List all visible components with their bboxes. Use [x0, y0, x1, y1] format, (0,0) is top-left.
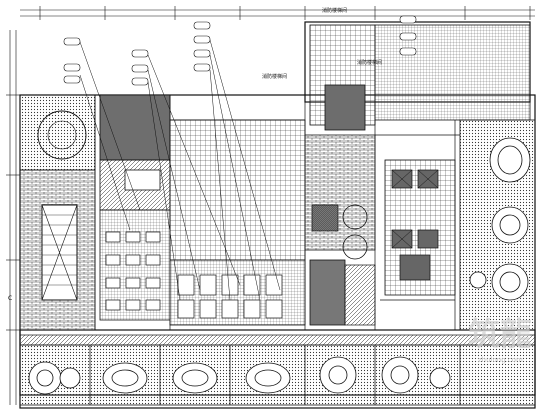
service-room	[99, 94, 171, 161]
washroom-fixtures	[311, 204, 339, 232]
round-table-room-left	[19, 94, 96, 171]
stair-shaft-mid	[309, 259, 346, 326]
corridor-bottom	[19, 334, 536, 346]
dining-tables-left	[105, 231, 161, 311]
dimension-line-left	[6, 30, 20, 405]
callout-tags	[63, 15, 417, 86]
watermark-logo: 筑龍	[468, 315, 532, 353]
office-block-top	[374, 24, 531, 121]
leader-lines	[79, 39, 281, 301]
stair-shaft-top	[324, 84, 366, 131]
round-tables-right	[469, 137, 531, 301]
banquet-tables	[177, 274, 283, 319]
round-table-centre	[342, 204, 368, 230]
axis-label-c: C	[8, 295, 12, 302]
washroom-area	[304, 134, 376, 251]
interior-partitions	[94, 95, 460, 330]
watermark-url: zhulong.com	[478, 356, 523, 364]
room-label-stair-1: 消防楼梯间	[322, 7, 347, 14]
round-table-left	[37, 110, 87, 160]
round-tables-bottom	[28, 356, 451, 395]
room-label-stair-3: 消防楼梯间	[357, 59, 382, 66]
dimension-line-top	[20, 6, 535, 20]
room-label-stair-2: 消防楼梯间	[262, 73, 287, 80]
bottom-room-partitions	[89, 345, 461, 405]
